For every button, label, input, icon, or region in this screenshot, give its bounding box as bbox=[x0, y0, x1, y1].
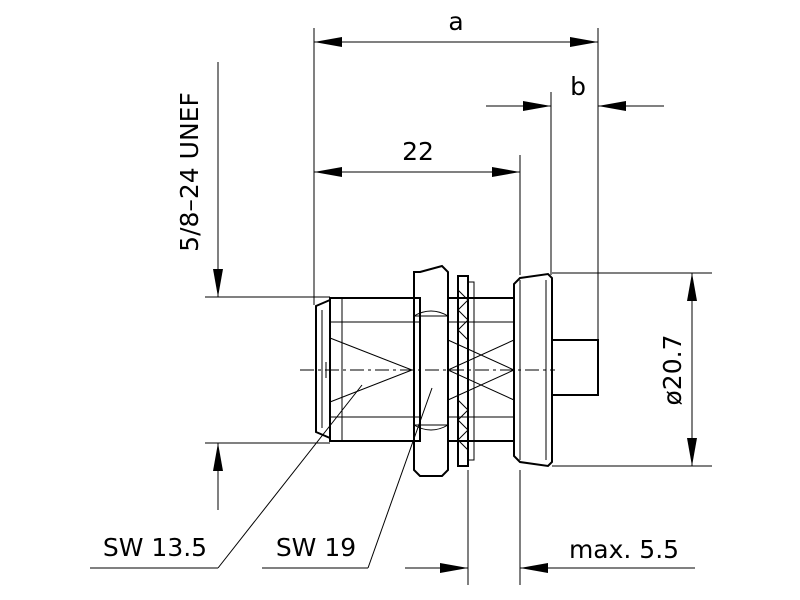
dimension-22: 22 bbox=[314, 137, 520, 177]
extension-lines bbox=[205, 28, 712, 585]
dimension-thread: 5/8–24 UNEF bbox=[175, 62, 223, 510]
dim-a-label: a bbox=[448, 7, 463, 36]
flange bbox=[513, 272, 599, 468]
sw-19-label: SW 19 bbox=[276, 533, 356, 562]
sw-13-5-label: SW 13.5 bbox=[103, 533, 207, 562]
diameter-label: ø20.7 bbox=[658, 335, 687, 406]
leader-sw-13-5: SW 13.5 bbox=[90, 384, 363, 569]
hex-nut bbox=[413, 264, 449, 477]
dimension-b: b bbox=[486, 72, 664, 111]
dim-22-label: 22 bbox=[402, 137, 434, 166]
max-5-5-label: max. 5.5 bbox=[569, 535, 679, 564]
connector-body bbox=[300, 297, 555, 442]
dimension-a: a bbox=[314, 7, 598, 47]
leader-sw-19: SW 19 bbox=[262, 387, 433, 569]
lock-washer bbox=[457, 275, 475, 467]
dimension-diameter: ø20.7 bbox=[658, 273, 697, 466]
dimension-max-5-5: max. 5.5 bbox=[405, 535, 695, 573]
thread-label: 5/8–24 UNEF bbox=[175, 92, 204, 252]
dim-b-label: b bbox=[570, 72, 586, 101]
